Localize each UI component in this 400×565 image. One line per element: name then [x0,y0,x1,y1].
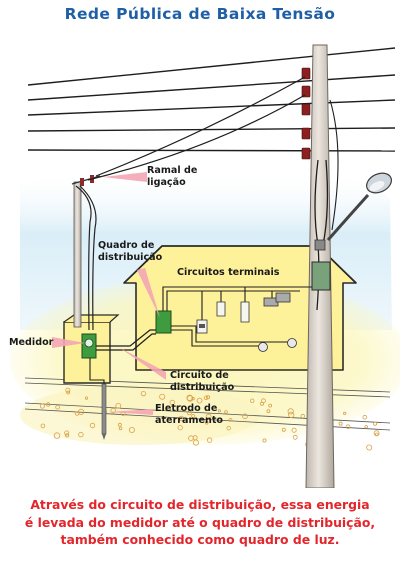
gravel-dot [363,415,367,419]
label-ramal-1: Ramal de [147,165,198,176]
label-ramal-2: ligação [147,177,186,188]
gravel-dot [367,445,372,450]
label-circuito-1: Circuito de [170,370,229,381]
diagram-title: Rede Pública de Baixa Tensão [0,5,400,23]
label-quadro-1: Quadro de [98,240,155,251]
caption-line-3: também conhecido como quadro de luz. [8,531,392,549]
electrical-network-diagram: Ramal de ligação Quadro de distribuição … [0,28,400,488]
label-quadro-2: distribuição [98,252,163,263]
label-circuito-2: distribuição [170,382,235,393]
caption-line-1: Através do circuito de distribuição, ess… [8,496,392,514]
label-circuitos-terminais: Circuitos terminais [177,267,280,278]
label-eletrodo-1: Eletrodo de [155,403,218,414]
caption-line-2: é levada do medidor até o quadro de dist… [8,514,392,532]
label-eletrodo-2: aterramento [155,415,223,426]
label-medidor: Medidor [9,337,54,348]
meter-device [82,334,96,358]
gravel-dot [346,425,350,429]
diagram-caption: Através do circuito de distribuição, ess… [8,496,392,549]
ramal-wire [96,77,305,176]
gravel-dot [365,426,368,429]
overhead-wires [28,48,395,151]
